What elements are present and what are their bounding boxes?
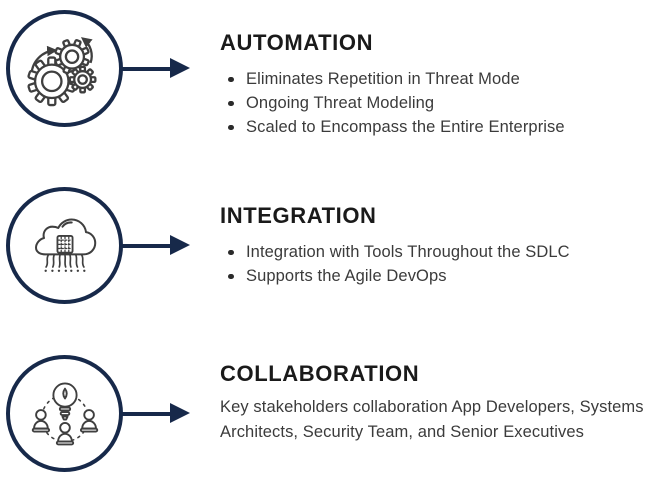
integration-content: INTEGRATION Integration with Tools Throu… [220, 203, 654, 288]
arrow-stem [122, 66, 172, 71]
bullet-item: Supports the Agile DevOps [220, 264, 654, 288]
bullet-item: Eliminates Repetition in Threat Mode [220, 67, 654, 91]
bullet-item: Scaled to Encompass the Entire Enterpris… [220, 115, 654, 139]
right-arrow-icon [122, 58, 190, 79]
section-integration: INTEGRATION Integration with Tools Throu… [0, 187, 654, 312]
section-collaboration: COLLABORATION Key stakeholders collabora… [0, 355, 654, 479]
right-arrow-icon [122, 235, 190, 256]
automation-bullet-list: Eliminates Repetition in Threat Mode Ong… [220, 67, 654, 139]
arrow-stem [122, 411, 172, 416]
section-automation: AUTOMATION Eliminates Repetition in Thre… [0, 10, 654, 150]
automation-badge-circle [6, 10, 123, 127]
bullet-item: Integration with Tools Throughout the SD… [220, 240, 654, 264]
arrow-head [170, 235, 190, 255]
gears-automation-icon [26, 36, 97, 106]
section-title-collaboration: COLLABORATION [220, 361, 420, 386]
arrow-head [170, 403, 190, 423]
arrow-head [170, 58, 190, 78]
section-title-integration: INTEGRATION [220, 203, 377, 228]
collaboration-content: COLLABORATION Key stakeholders collabora… [220, 361, 654, 445]
collaboration-description: Key stakeholders collaboration App Devel… [220, 398, 644, 441]
section-title-automation: AUTOMATION [220, 30, 374, 55]
right-arrow-icon [122, 403, 190, 424]
arrow-stem [122, 243, 172, 248]
collaboration-badge-circle [6, 355, 123, 472]
bullet-item: Ongoing Threat Modeling [220, 91, 654, 115]
integration-badge-circle [6, 187, 123, 304]
automation-content: AUTOMATION Eliminates Repetition in Thre… [220, 30, 654, 139]
integration-bullet-list: Integration with Tools Throughout the SD… [220, 240, 654, 288]
cloud-network-icon [34, 218, 96, 272]
team-idea-icon [31, 382, 98, 445]
